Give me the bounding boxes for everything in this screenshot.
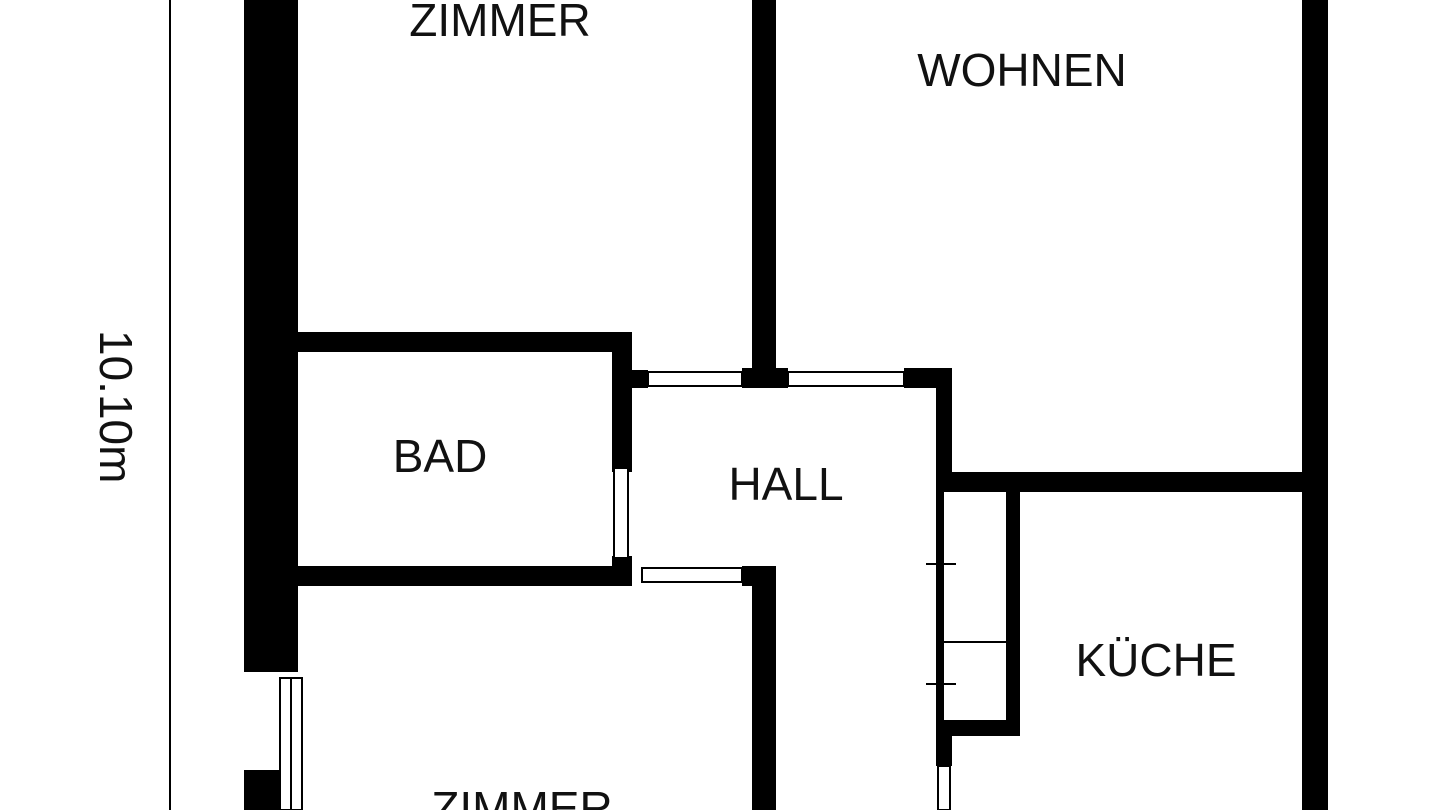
door-bad	[613, 467, 629, 559]
door-zimmer-top	[647, 371, 743, 387]
dimension-label: 10.10m	[90, 330, 142, 483]
door-zimmer-bottom	[641, 567, 743, 583]
wall-hall-top-left	[630, 370, 648, 388]
door-wohnen	[787, 371, 905, 387]
wall-bad-hall-top	[612, 332, 632, 472]
wall-closet-bottom	[936, 720, 1020, 736]
room-label-bad: BAD	[393, 430, 488, 482]
wall-closet-right	[1006, 490, 1020, 736]
outer-wall-left	[244, 0, 298, 672]
wall-hall-bottom-right	[936, 736, 952, 766]
room-label-zimmer-top: ZIMMER	[409, 0, 590, 46]
outer-wall-right	[1302, 0, 1328, 810]
room-label-wohnen: WOHNEN	[917, 44, 1127, 96]
wall-zimmer-bad	[298, 332, 630, 352]
wall-zimmer-wohnen	[752, 0, 776, 386]
wall-zimmer-bottom-right	[752, 566, 776, 810]
wall-wohnen-kueche	[936, 472, 1316, 492]
room-label-kueche: KÜCHE	[1075, 634, 1236, 686]
wall-closet-left	[936, 490, 944, 722]
door-lower	[937, 765, 951, 810]
wall-hall-right	[936, 368, 952, 490]
room-label-zimmer-bottom: ZIMMER	[431, 782, 612, 810]
wall-hall-top-mid	[742, 368, 788, 388]
wall-bad-zimmer	[298, 566, 632, 586]
room-label-hall: HALL	[728, 458, 843, 510]
